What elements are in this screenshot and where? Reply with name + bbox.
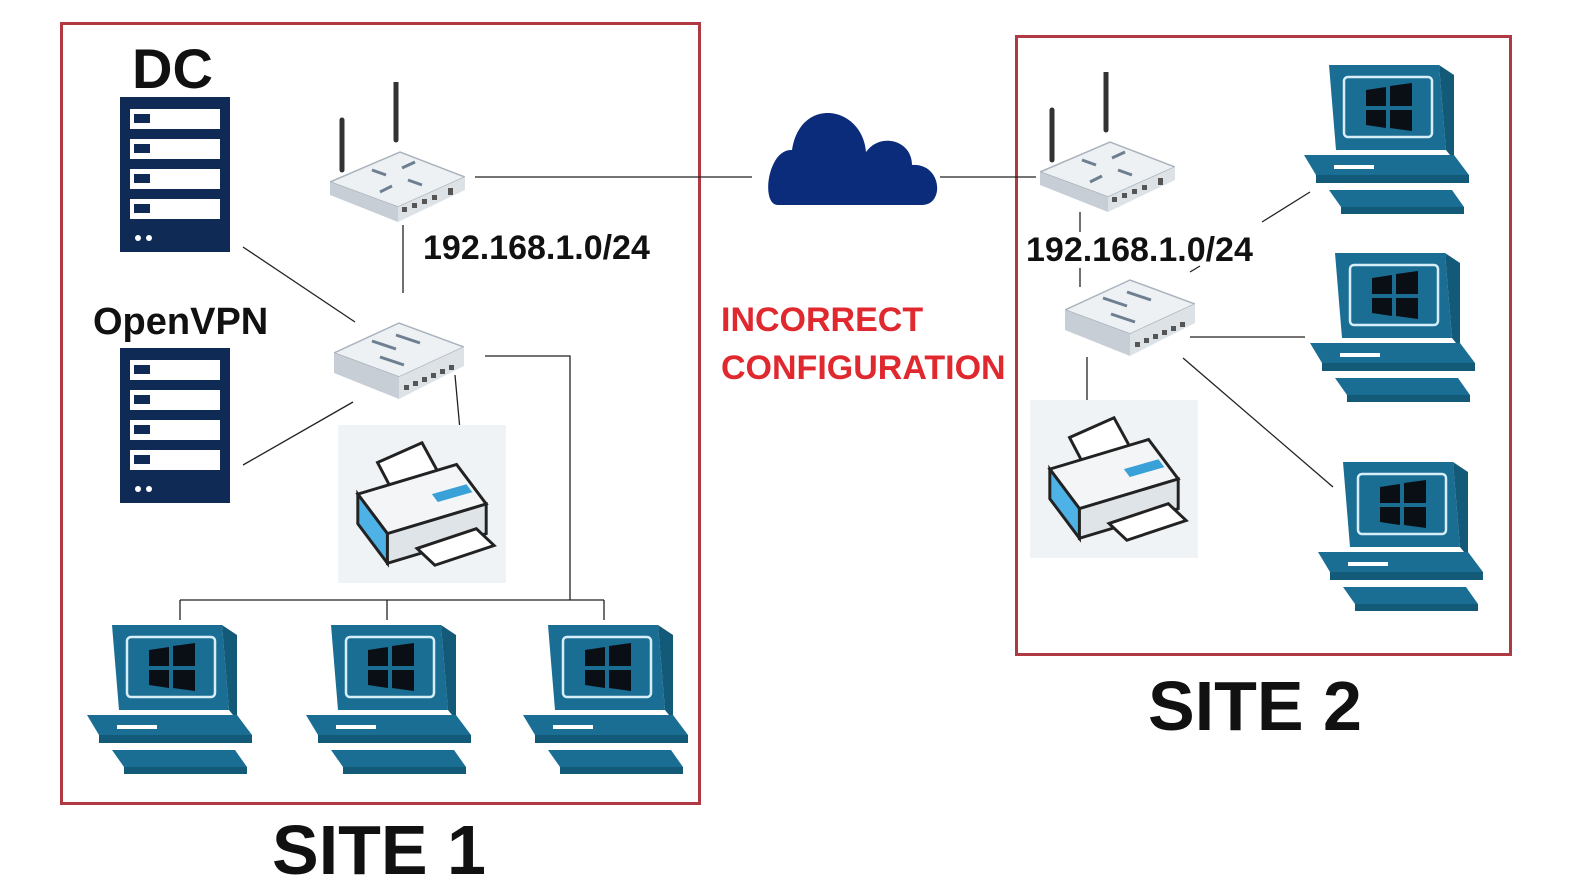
site1-title: SITE 1 — [272, 811, 486, 889]
site1-computer-2-icon — [306, 625, 471, 775]
site2-switch-icon — [1065, 278, 1195, 358]
site2-router-icon — [1040, 72, 1175, 212]
site2-subnet-label: 192.168.1.0/24 — [1026, 231, 1253, 269]
alert-line-2: CONFIGURATION — [721, 349, 1006, 387]
site1-computer-1-icon — [87, 625, 252, 775]
dc-server-icon — [120, 97, 230, 252]
connection-lines — [179, 176, 1334, 620]
site1-computer-3-icon — [523, 625, 688, 775]
openvpn-label: OpenVPN — [93, 301, 269, 343]
site2-computer-1-icon — [1304, 65, 1469, 215]
openvpn-server-icon — [120, 348, 230, 503]
site2-printer-icon — [1028, 400, 1200, 558]
site2-title: SITE 2 — [1148, 667, 1362, 745]
site-2-box — [1015, 35, 1512, 656]
site1-switch-icon — [334, 321, 464, 401]
dc-label: DC — [132, 37, 213, 100]
cloud-icon — [768, 113, 938, 205]
site2-computer-3-icon — [1318, 462, 1483, 612]
alert-line-1: INCORRECT — [721, 301, 924, 339]
site1-printer-icon — [336, 425, 508, 583]
site2-computer-2-icon — [1310, 253, 1475, 403]
site-1-box — [60, 22, 701, 805]
site1-router-icon — [330, 82, 465, 222]
site1-subnet-label: 192.168.1.0/24 — [423, 229, 650, 267]
